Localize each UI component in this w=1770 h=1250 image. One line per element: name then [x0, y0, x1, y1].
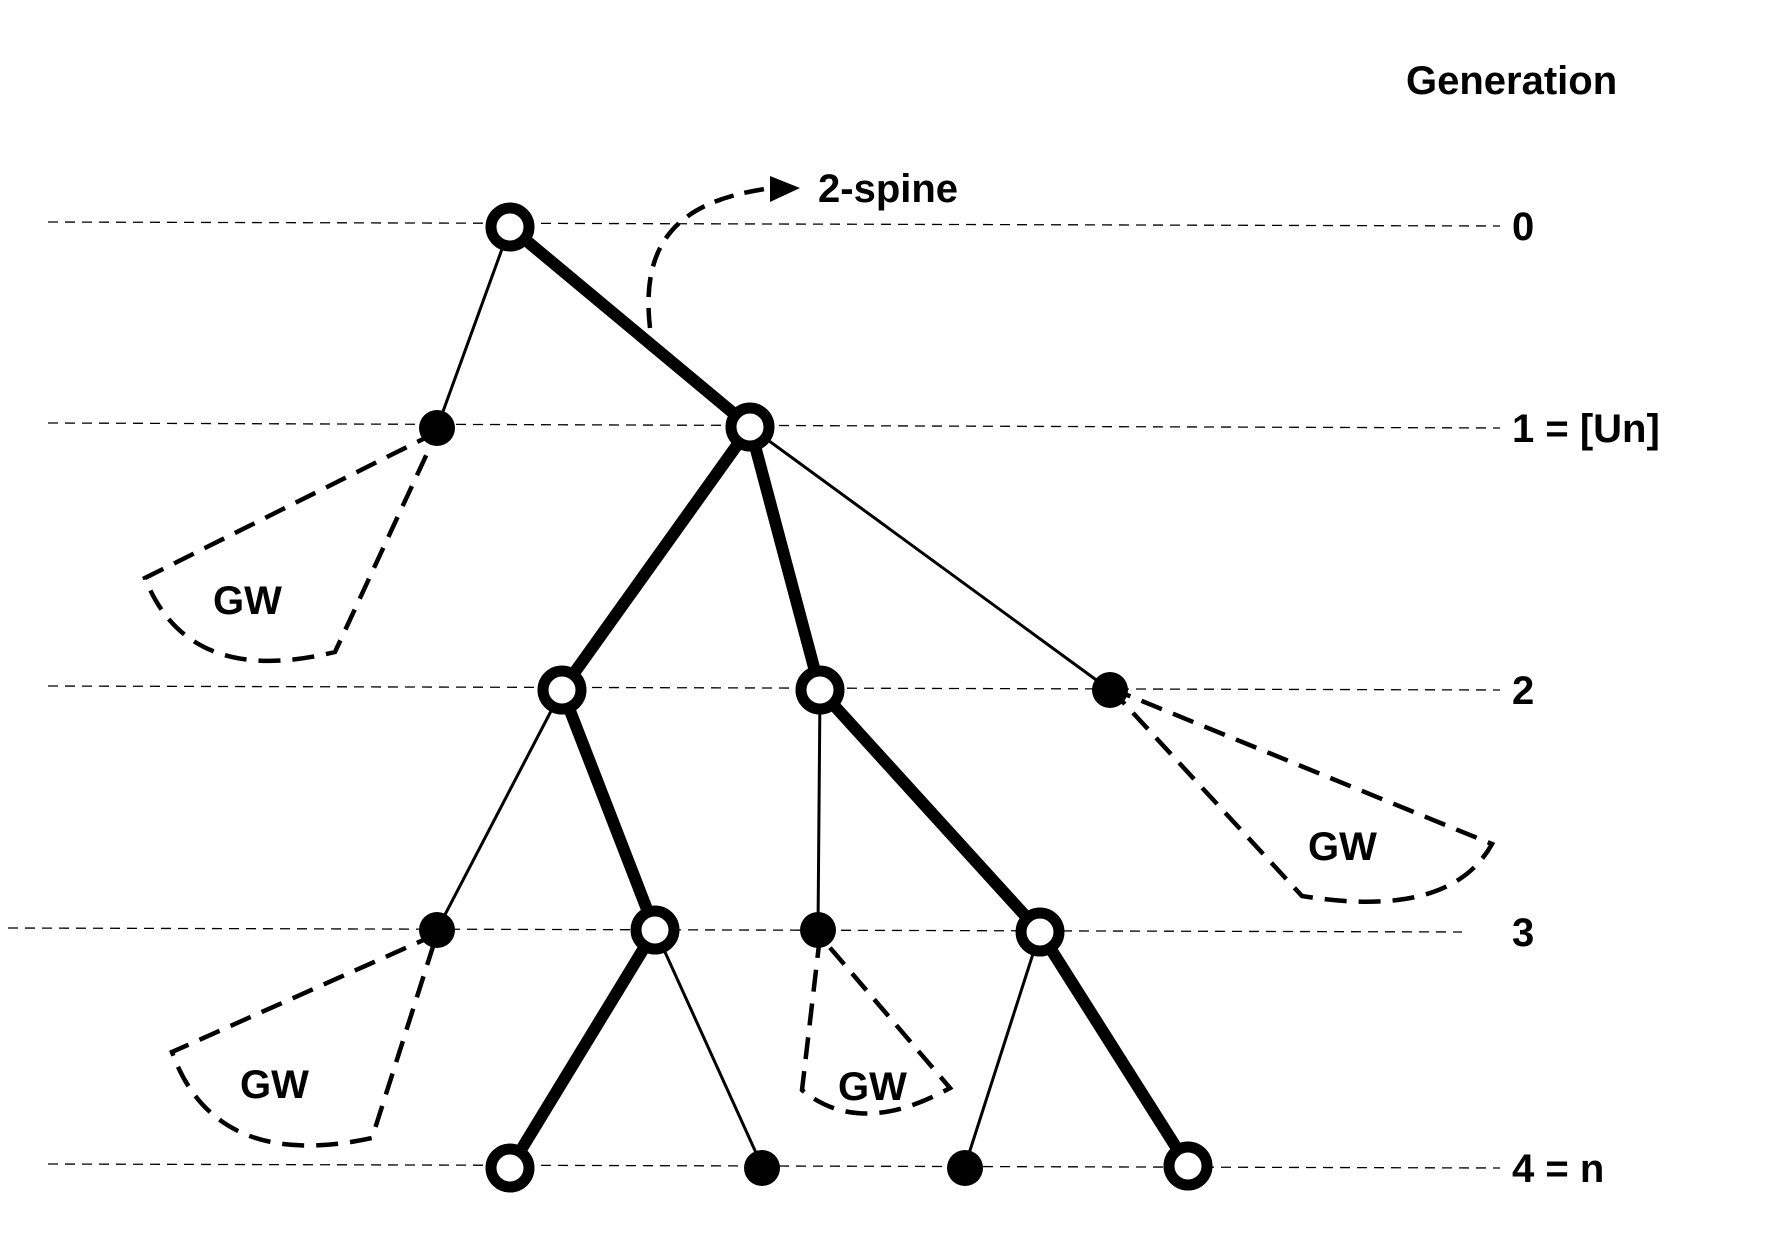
leaf-node-gen3a [419, 912, 455, 948]
generation-title: Generation [1406, 59, 1617, 103]
spine-node-gen3b [1015, 907, 1065, 957]
spine-node-gen2a [537, 665, 587, 715]
leaf-node-gen4a [744, 1150, 780, 1186]
generation-line-2 [47, 685, 1501, 691]
spine-edge-root-gen1 [504, 221, 756, 433]
spine-edge-gen3b-gen4b [1034, 926, 1194, 1172]
spine-node-gen1 [725, 402, 775, 452]
spine-edge-gen2a-gen3a [556, 684, 661, 936]
spine-node-gen4a [485, 1143, 535, 1193]
spine-node-gen3a [630, 905, 680, 955]
edge-gen1-to-right-leaf [748, 425, 1112, 692]
generation-line-3 [7, 927, 1463, 933]
spine-edge-gen1-gen2a [556, 421, 756, 696]
gw-subtrees [142, 429, 1496, 1148]
leaf-node-gen3b [800, 912, 836, 948]
generation-label-2: 2 [1512, 669, 1534, 713]
edge-gen3b-to-leaf [963, 930, 1042, 1168]
leaf-node-gen4b [947, 1150, 983, 1186]
spine-arrow-head [770, 176, 800, 202]
generation-line-1 [47, 422, 1501, 429]
generation-label-1: 1 = [Un] [1512, 407, 1660, 451]
generation-line-4 [47, 1163, 1501, 1169]
spine-edge-gen2b-gen3b [814, 684, 1046, 938]
generation-labels: 0 1 = [Un] 2 3 4 = n [1512, 205, 1660, 1191]
generation-lines [7, 221, 1501, 1169]
gw-wedge-1 [142, 429, 440, 664]
spine-nodes [485, 202, 1213, 1193]
gw-wedge-3 [169, 931, 440, 1148]
gw-label-1: GW [213, 579, 282, 623]
spine-edges [504, 221, 1194, 1174]
gw-label-3: GW [240, 1063, 309, 1107]
spine-edge-gen1-gen2b [744, 421, 826, 696]
gw-label-4: GW [838, 1065, 907, 1109]
spine-node-gen4b [1163, 1141, 1213, 1191]
leaf-node-gen2 [1092, 672, 1128, 708]
edge-root-to-left-leaf [435, 225, 512, 430]
gw-wedge-2 [1108, 685, 1496, 904]
gw-labels: GW GW GW GW [213, 579, 1377, 1109]
edge-gen2b-to-leaf [816, 688, 822, 932]
leaf-node-gen1 [419, 410, 455, 446]
generation-label-0: 0 [1512, 205, 1534, 249]
leaf-nodes [419, 410, 1128, 1186]
generation-label-3: 3 [1512, 911, 1534, 955]
edge-gen2a-to-leaf [435, 688, 564, 932]
spine-annotation: 2-spine [646, 167, 958, 329]
gw-label-2: GW [1308, 825, 1377, 869]
thin-edges [435, 225, 1112, 1168]
spine-node-root [485, 202, 535, 252]
spine-arrow-curve [646, 185, 773, 329]
generation-label-4: 4 = n [1512, 1147, 1604, 1191]
edge-gen3a-to-leaf [653, 928, 764, 1168]
generation-line-0 [47, 221, 1501, 227]
spine-label: 2-spine [818, 167, 958, 211]
spine-node-gen2b [795, 665, 845, 715]
spine-edge-gen3a-gen4a [504, 924, 661, 1174]
